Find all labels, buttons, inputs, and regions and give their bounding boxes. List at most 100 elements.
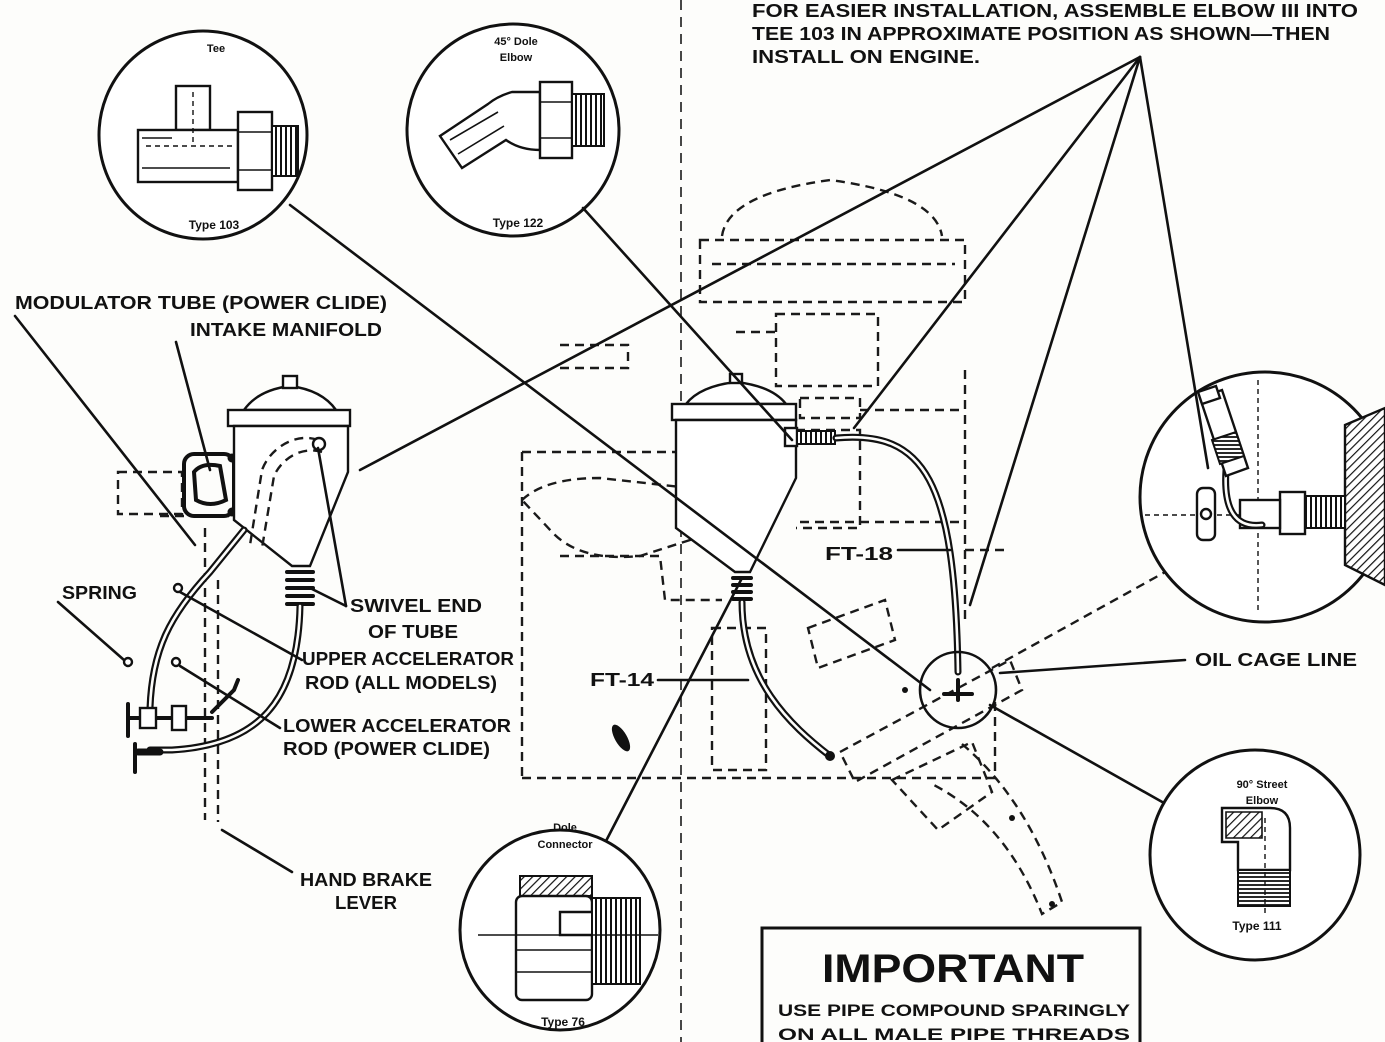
ft14-tube [738, 598, 834, 760]
leader-line [56, 600, 126, 662]
exhaust-manifold [520, 476, 692, 559]
dole-connector-name: Connector [538, 839, 594, 851]
elbow-bore [449, 111, 505, 155]
connector-thread [591, 897, 641, 985]
leader-line [288, 203, 932, 692]
hand-brake-lever-label: LEVER [335, 893, 397, 913]
connector-section [519, 875, 593, 897]
oil-gage-line-run [991, 564, 1177, 670]
leader-line [968, 55, 1142, 607]
leader-line [178, 590, 304, 662]
spring-coil [285, 570, 315, 606]
leader-line [581, 206, 794, 442]
upper-rod-stub [210, 678, 240, 714]
dole-elbow-45-type: Type 122 [493, 216, 544, 230]
engine-wall-section [1343, 406, 1385, 587]
air-cleaner-dome [720, 178, 944, 237]
swivel-end-label: OF TUBE [368, 622, 458, 642]
filter-body [674, 418, 798, 574]
street-elbow-section [1225, 811, 1263, 839]
modulator-tube-bore [148, 528, 246, 710]
hand-brake-lever-label: HAND BRAKE [300, 870, 432, 890]
filter-dome [241, 384, 339, 412]
street-elbow-thread [1237, 869, 1291, 907]
exhaust-pipe [931, 743, 1064, 916]
rod-eye [172, 582, 184, 594]
assembled-angled-hex [1210, 430, 1246, 466]
leader-line [13, 314, 197, 547]
left-bracket-outline [116, 470, 184, 516]
important-box-border [760, 926, 1142, 1042]
important-text-line: ON ALL MALE PIPE THREADS [778, 1025, 1130, 1042]
dole-connector-type: Type 76 [541, 1015, 585, 1029]
tee-thread [271, 125, 299, 177]
ft14-tube-bore [740, 600, 832, 758]
instruction-note-line: TEE 103 IN APPROXIMATE POSITION AS SHOWN… [752, 24, 1330, 44]
lower-accelerator-rod-label: LOWER ACCELERATOR [283, 716, 511, 736]
connector-hex-edge [516, 949, 592, 973]
leader-line [604, 576, 744, 843]
ink-blot [611, 724, 631, 752]
oil-gage-tee-fitting [942, 678, 974, 702]
air-cleaner-band [698, 238, 967, 304]
upper-accelerator-rod-label: ROD (ALL MODELS) [305, 673, 497, 693]
lower-accelerator-rod-label: ROD (POWER CLIDE) [283, 739, 490, 759]
swivel-end-label: SWIVEL END [350, 596, 482, 616]
assembled-hex [1278, 490, 1307, 536]
dole-connector-detail: Dole Connector Type 76 [458, 822, 662, 1032]
street-elbow-90-name: 90° Street [1237, 779, 1288, 791]
lower-fitting-nut [170, 704, 188, 732]
upper-accelerator-rod-label: UPPER ACCELERATOR [302, 649, 514, 669]
leader-lines [13, 55, 1210, 874]
elbow-thread [571, 93, 605, 147]
modulator-tube-label: MODULATOR TUBE (POWER CLIDE) [15, 293, 387, 313]
leader-line [316, 446, 348, 608]
filter-rim [226, 408, 352, 428]
linkage-pin [1009, 815, 1015, 821]
oil-gage-line-label: OIL CAGE LINE [1195, 650, 1357, 670]
tee-bore [146, 92, 232, 147]
filter-dome [683, 380, 789, 406]
swivel-tube-dashed [260, 449, 323, 549]
instruction-note-line: INSTALL ON ENGINE. [752, 47, 980, 67]
spring-label: SPRING [62, 583, 137, 603]
filter-spring [285, 570, 315, 606]
ft14-label: FT-14 [590, 670, 654, 690]
rod-eye [170, 656, 182, 668]
filter-rim [670, 402, 798, 422]
engine-outline [520, 178, 1177, 916]
leader-line [998, 658, 1187, 675]
important-notice: IMPORTANT USE PIPE COMPOUND SPARINGLY ON… [760, 926, 1142, 1042]
leader-line [988, 703, 1166, 805]
elbow-hex-nut [538, 80, 574, 160]
swivel-tube-dashed [248, 436, 319, 546]
tee-type: Type 103 [189, 218, 240, 232]
leader-line [852, 55, 1142, 430]
linkage-plate [838, 658, 1024, 784]
intake-manifold-fitting-inner [191, 462, 229, 506]
street-elbow-90-detail: 90° Street Elbow Type 111 [1148, 748, 1362, 962]
tee-detail: Tee Type 103 [97, 29, 309, 241]
leader-line [178, 664, 282, 730]
linkage-arm [806, 598, 897, 670]
important-text-line: USE PIPE COMPOUND SPARINGLY [778, 1001, 1131, 1020]
dole-connector-name: Dole [553, 822, 577, 834]
intake-manifold-label: INTAKE MANIFOLD [190, 320, 382, 340]
tee-hex-nut [236, 110, 274, 192]
oil-tube-bore [148, 604, 302, 752]
assembled-bend-bore [1224, 468, 1264, 527]
leader-line [308, 586, 348, 608]
ft14-tube-end [825, 751, 835, 761]
elbow-hex-edge [540, 101, 572, 139]
street-elbow-90-name: Elbow [1246, 795, 1279, 807]
assembled-elbow-detail [1138, 370, 1385, 624]
tee-hatch [142, 137, 230, 169]
instruction-note-line: FOR EASIER INSTALLATION, ASSEMBLE ELBOW … [752, 1, 1358, 21]
block-bottom [522, 700, 997, 780]
lower-fitting-hex [138, 706, 158, 730]
block-lower-ledge [560, 554, 722, 602]
oil-gage-connection-circle [918, 650, 998, 730]
assembled-pipe-tip [1196, 384, 1222, 406]
leader-line [1138, 55, 1210, 470]
